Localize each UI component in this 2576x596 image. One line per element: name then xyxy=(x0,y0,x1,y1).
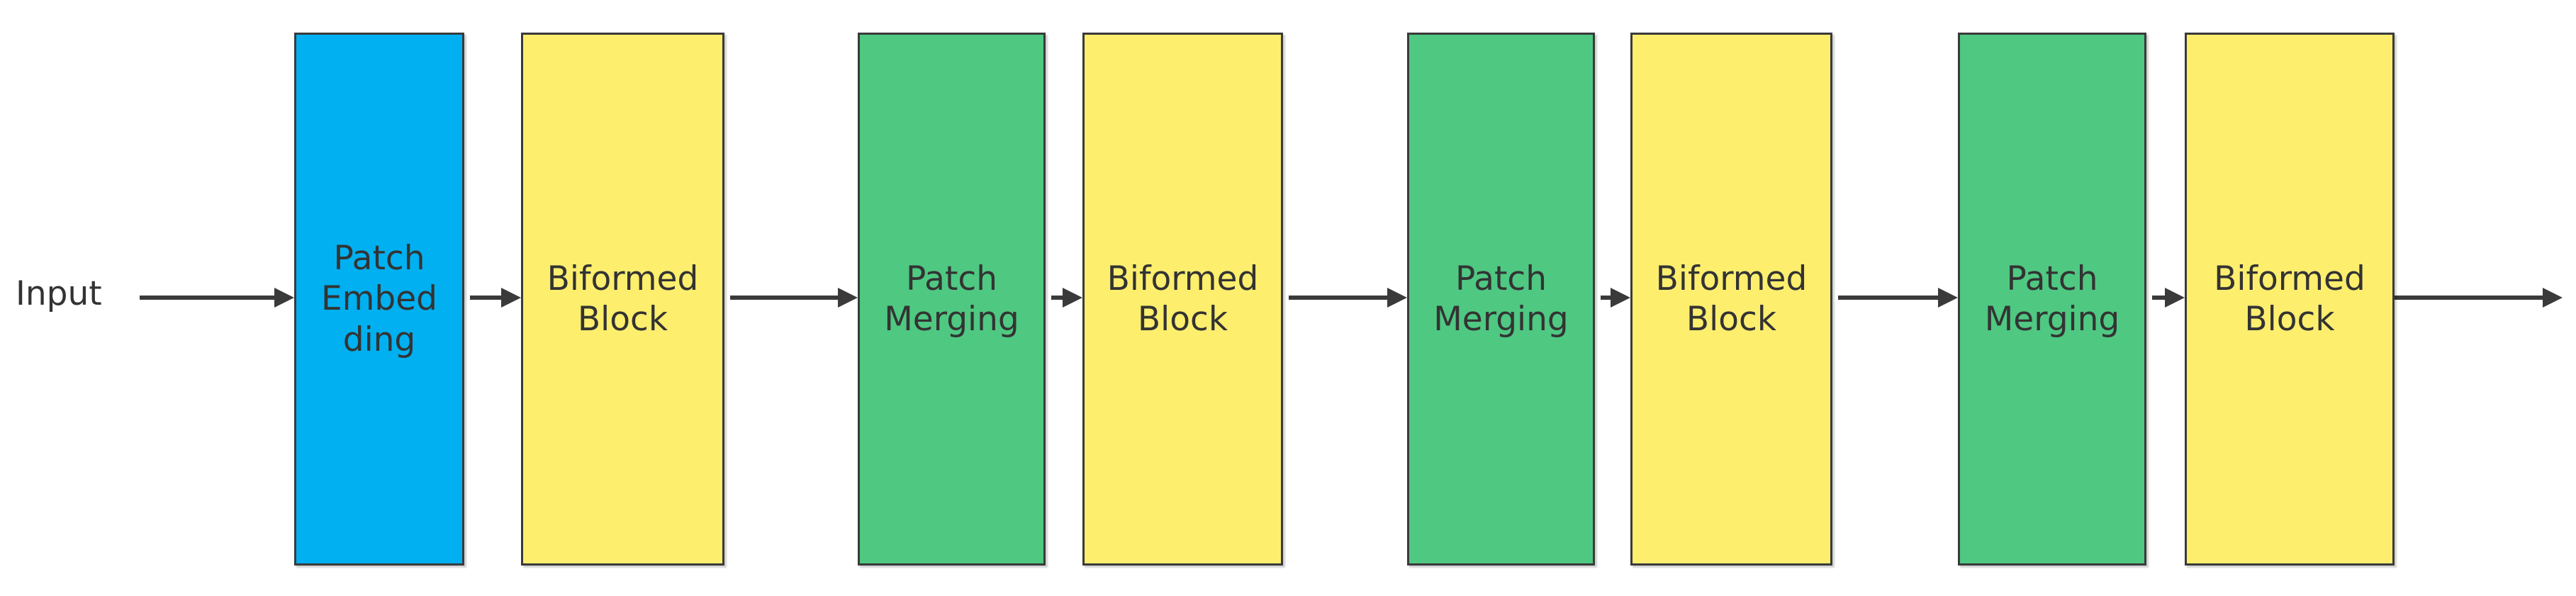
block-label: Biformed Block xyxy=(2214,259,2365,339)
arrow-block-3-to-merging-3 xyxy=(1838,283,1958,312)
arrow-head-icon xyxy=(1387,288,1407,308)
block-label: Biformed Block xyxy=(1107,259,1259,339)
block-patch-embedding[interactable]: Patch Embed ding xyxy=(294,33,464,566)
arrow-shaft xyxy=(1289,296,1389,300)
arrow-output xyxy=(2395,283,2563,312)
block-label: Patch Merging xyxy=(1433,259,1569,339)
block-biformed-block-4[interactable]: Biformed Block xyxy=(2185,33,2395,566)
arrow-block-1-to-merging-1 xyxy=(730,283,858,312)
arrow-head-icon xyxy=(2543,288,2563,308)
block-label: Biformed Block xyxy=(547,259,699,339)
arrow-head-icon xyxy=(274,288,294,308)
arrow-merging-2-to-block-3 xyxy=(1601,283,1630,312)
block-label: Patch Merging xyxy=(884,259,1019,339)
arrow-head-icon xyxy=(501,288,521,308)
block-label: Patch Merging xyxy=(1984,259,2120,339)
block-label: Patch Embed ding xyxy=(320,239,438,359)
arrow-head-icon xyxy=(1063,288,1082,308)
arrow-shaft xyxy=(470,296,503,300)
arrow-shaft xyxy=(730,296,839,300)
arrow-shaft xyxy=(1838,296,1939,300)
arrow-shaft xyxy=(1051,296,1064,300)
arrow-shaft xyxy=(140,296,276,300)
arrow-head-icon xyxy=(1938,288,1958,308)
block-biformed-block-3[interactable]: Biformed Block xyxy=(1630,33,1832,566)
arrow-head-icon xyxy=(1611,288,1630,308)
block-patch-merging-3[interactable]: Patch Merging xyxy=(1958,33,2146,566)
arrow-input-to-patch-embedding xyxy=(140,283,294,312)
arrow-patch-embedding-to-block-1 xyxy=(470,283,521,312)
arrow-shaft xyxy=(1601,296,1612,300)
input-label: Input xyxy=(16,274,102,313)
arrow-shaft xyxy=(2395,296,2544,300)
arrow-head-icon xyxy=(838,288,858,308)
block-label: Biformed Block xyxy=(1655,259,1808,339)
block-patch-merging-1[interactable]: Patch Merging xyxy=(858,33,1046,566)
arrow-merging-1-to-block-2 xyxy=(1051,283,1082,312)
block-biformed-block-2[interactable]: Biformed Block xyxy=(1082,33,1283,566)
block-biformed-block-1[interactable]: Biformed Block xyxy=(521,33,724,566)
arrow-head-icon xyxy=(2165,288,2185,308)
block-patch-merging-2[interactable]: Patch Merging xyxy=(1407,33,1595,566)
arrow-merging-3-to-block-4 xyxy=(2152,283,2185,312)
arrow-block-2-to-merging-2 xyxy=(1289,283,1407,312)
arrow-shaft xyxy=(2152,296,2166,300)
